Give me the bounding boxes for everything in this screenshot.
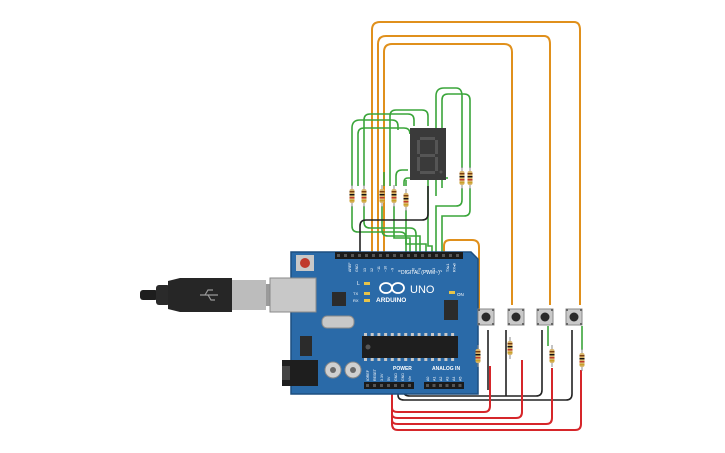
usb-symbol-icon (200, 289, 218, 301)
pin-label-power: GND (394, 373, 398, 381)
resistor[interactable] (379, 185, 385, 207)
wire-green-6 (403, 177, 412, 186)
pin-label-analog: A1 (433, 377, 437, 381)
push-button-cap (569, 312, 579, 322)
wire-green-5 (395, 169, 408, 186)
push-button[interactable] (507, 308, 525, 326)
led-l-label: L (357, 281, 360, 287)
crystal (321, 315, 355, 329)
usb-controller-chip (332, 292, 346, 306)
atmega-chip (362, 333, 458, 361)
wire-green-14 (405, 210, 427, 255)
wire-green-13 (393, 206, 411, 255)
pin-label-digital: ~10 (384, 266, 388, 272)
pin-label-power: Vin (408, 376, 412, 381)
led-rx-label: RX (353, 298, 359, 303)
pin-label-digital: 13 (363, 268, 367, 272)
push-button-cap (481, 312, 491, 322)
pin-label-digital: ~9 (391, 268, 395, 272)
pin-label-power: RESET (373, 368, 377, 381)
wire-orange-1 (371, 21, 581, 305)
resistor[interactable] (507, 337, 513, 359)
pin-label-power: GND (401, 373, 405, 381)
pin-label-aref: AREF (348, 262, 352, 272)
pin-label-analog: A4 (452, 377, 456, 381)
reset-button-cap[interactable] (300, 258, 310, 268)
push-button[interactable] (477, 308, 495, 326)
resistor[interactable] (361, 185, 367, 207)
pin-label-digital: ~11 (377, 266, 381, 272)
resistor[interactable] (459, 167, 465, 189)
wire-green-16 (441, 188, 471, 255)
push-button[interactable] (565, 308, 583, 326)
analog-header[interactable] (424, 382, 464, 389)
usb-socket (269, 277, 317, 313)
pin-label-digital: TX▸1 (446, 264, 450, 272)
resistor[interactable] (579, 349, 585, 371)
status-leds (364, 282, 455, 302)
resistor[interactable] (475, 345, 481, 367)
wire-black-1 (359, 186, 429, 255)
wire-black-2 (397, 330, 573, 401)
seven-segment-display[interactable]: 8 (410, 128, 446, 180)
wire-orange-2 (377, 35, 551, 305)
arduino-infinity-logo (379, 282, 405, 294)
wire-red-2 (391, 368, 553, 425)
on-label: ON (457, 292, 464, 297)
resistor[interactable] (403, 189, 409, 211)
wire-orange-4 (443, 239, 480, 312)
pin-label-analog: A5 (459, 377, 463, 381)
brand-label: ARDUINO (376, 297, 406, 304)
push-button[interactable] (536, 308, 554, 326)
pin-label-power: 5V (387, 376, 391, 381)
usb-cable[interactable] (140, 278, 276, 312)
push-button-cap (540, 312, 550, 322)
pin-label-digital: ~3 (432, 268, 436, 272)
wire-green-4 (389, 109, 429, 186)
pin-label-gnd: GND (355, 264, 359, 272)
wire-green-11 (363, 206, 417, 255)
wire-green-1 (351, 119, 399, 186)
orange-wires[interactable] (371, 21, 581, 312)
model-label: UNO (410, 284, 435, 296)
led-tx-label: TX (353, 291, 358, 296)
analog-label: ANALOG IN (432, 366, 460, 372)
pin-label-power: IOREF (366, 369, 370, 381)
pin-label-digital: ~6 (411, 268, 415, 272)
pin-label-digital: 2 (439, 270, 443, 272)
pin-label-digital: 8 (398, 270, 402, 272)
pin-label-digital: 12 (370, 268, 374, 272)
resistor[interactable] (549, 345, 555, 367)
pin-label-analog: A0 (426, 377, 430, 381)
wire-green-3 (363, 113, 415, 186)
resistor[interactable] (467, 167, 473, 189)
wire-green-12 (381, 206, 421, 255)
icsp-header (444, 300, 458, 320)
pin-label-power: 3.3V (380, 373, 384, 381)
push-button-cap (511, 312, 521, 322)
digital-header[interactable] (335, 252, 463, 259)
regulator (300, 336, 312, 356)
wire-orange-3 (383, 43, 513, 305)
wire-green-7 (435, 87, 463, 196)
red-wires[interactable] (391, 360, 582, 431)
pin-label-digital: 4 (425, 270, 429, 272)
wire-red-3 (391, 360, 523, 419)
pin-label-digital: 7 (404, 270, 408, 272)
wire-green-8 (441, 93, 471, 188)
resistor[interactable] (391, 185, 397, 207)
arduino-board[interactable]: L TX RX ON ARDUINO UNO DIGITAL (PWM~) PO… (269, 251, 479, 395)
digital-label: DIGITAL (PWM~) (401, 270, 440, 276)
pin-label-analog: A3 (446, 377, 450, 381)
digit-8-segments (417, 137, 443, 174)
pin-label-digital: ~5 (418, 268, 422, 272)
pin-label-analog: A2 (439, 377, 443, 381)
resistor[interactable] (349, 185, 355, 207)
wire-red-4 (391, 366, 491, 413)
wire-red-1 (391, 370, 582, 431)
pin-label-digital: RX◂0 (453, 263, 457, 272)
power-label: POWER (393, 366, 412, 372)
wire-green-15 (435, 188, 463, 255)
